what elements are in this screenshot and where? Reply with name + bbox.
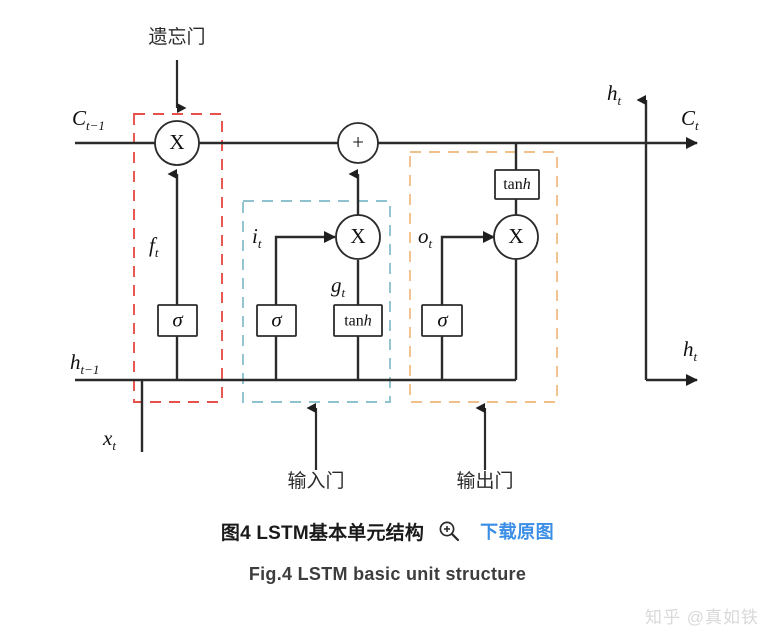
tanh-prefix: tan bbox=[344, 312, 364, 329]
candidate-g-label: gt bbox=[331, 273, 346, 300]
figure-caption: 图4 LSTM基本单元结构 下载原图 Fig.4 LSTM basic unit… bbox=[0, 516, 775, 585]
candidate-tanh-box bbox=[333, 304, 383, 337]
cell-out-base: C bbox=[681, 106, 696, 130]
output-sigmoid-symbol: σ bbox=[437, 307, 449, 331]
forget-f-base: f bbox=[149, 233, 158, 257]
input-gate-region bbox=[242, 200, 391, 403]
hidden-out-right-label: ht bbox=[683, 337, 698, 364]
forget-f-sub: t bbox=[155, 245, 159, 260]
input-x-base: x bbox=[102, 426, 113, 450]
output-multiply-symbol: X bbox=[508, 224, 523, 248]
cell-in-label: Ct−1 bbox=[72, 106, 105, 133]
output-sigmoid-box bbox=[421, 304, 463, 337]
tanh-suffix: h bbox=[364, 312, 372, 329]
forget-multiply-symbol: X bbox=[169, 130, 184, 154]
magnifier-plus-icon[interactable] bbox=[438, 520, 460, 542]
caption-title-chinese: 图4 LSTM基本单元结构 bbox=[220, 522, 425, 544]
output-o-sub: t bbox=[429, 236, 433, 251]
input-sigmoid-symbol: σ bbox=[271, 307, 283, 331]
hidden-out-top-label: ht bbox=[607, 81, 622, 108]
forget-f-label: ft bbox=[149, 233, 159, 260]
tanh-suffix-2: h bbox=[523, 176, 531, 193]
input-i-base: i bbox=[252, 224, 258, 248]
cell-in-base: C bbox=[72, 106, 87, 130]
forget-gate-label: 遗忘门 bbox=[148, 26, 205, 48]
download-original-link[interactable]: 下载原图 bbox=[480, 522, 555, 542]
forget-sigmoid-symbol: σ bbox=[172, 307, 184, 331]
candidate-tanh-symbol: tanh bbox=[344, 312, 372, 329]
candidate-g-base: g bbox=[331, 273, 342, 297]
output-o-base: o bbox=[418, 224, 429, 248]
site-watermark: 知乎 @真如铁 bbox=[645, 608, 759, 627]
input-sigmoid-box bbox=[256, 304, 297, 337]
input-gate-label: 输入门 bbox=[287, 470, 344, 492]
cell-out-sub: t bbox=[695, 118, 699, 133]
input-sigma-out-wire bbox=[274, 231, 336, 305]
output-gate-label: 输出门 bbox=[456, 470, 513, 492]
cell-out-label: Ct bbox=[681, 106, 699, 133]
output-o-label: ot bbox=[418, 224, 433, 251]
candidate-g-sub: t bbox=[342, 285, 346, 300]
forget-gate-region bbox=[133, 113, 223, 403]
forget-sigmoid-box bbox=[157, 304, 198, 337]
caption-row-chinese: 图4 LSTM基本单元结构 下载原图 bbox=[0, 516, 775, 546]
output-sigma-out-wire bbox=[440, 231, 495, 305]
caption-title-english: Fig.4 LSTM basic unit structure bbox=[248, 564, 527, 584]
tanh-prefix-2: tan bbox=[503, 176, 523, 193]
lstm-cell-diagram: σ X σ tanh X + σ tanh X bbox=[70, 26, 699, 492]
input-x-label: xt bbox=[102, 426, 116, 453]
hidden-out-top-base: h bbox=[607, 81, 618, 105]
cell-in-sub: t−1 bbox=[86, 118, 105, 133]
input-x-sub: t bbox=[112, 438, 116, 453]
hidden-out-right-sub: t bbox=[694, 349, 698, 364]
hidden-in-sub: t−1 bbox=[81, 362, 100, 377]
hidden-in-label: ht−1 bbox=[70, 350, 99, 377]
hidden-in-base: h bbox=[70, 350, 81, 374]
input-i-label: it bbox=[252, 224, 262, 251]
output-gate-region bbox=[409, 151, 558, 403]
cell-add-node bbox=[337, 122, 379, 164]
output-tanh-symbol: tanh bbox=[503, 176, 531, 193]
input-multiply-symbol: X bbox=[350, 224, 365, 248]
input-i-sub: t bbox=[258, 236, 262, 251]
hidden-out-top-sub: t bbox=[618, 93, 622, 108]
cell-add-symbol: + bbox=[352, 130, 364, 154]
forget-multiply-node bbox=[154, 120, 200, 166]
hidden-out-right-base: h bbox=[683, 337, 694, 361]
